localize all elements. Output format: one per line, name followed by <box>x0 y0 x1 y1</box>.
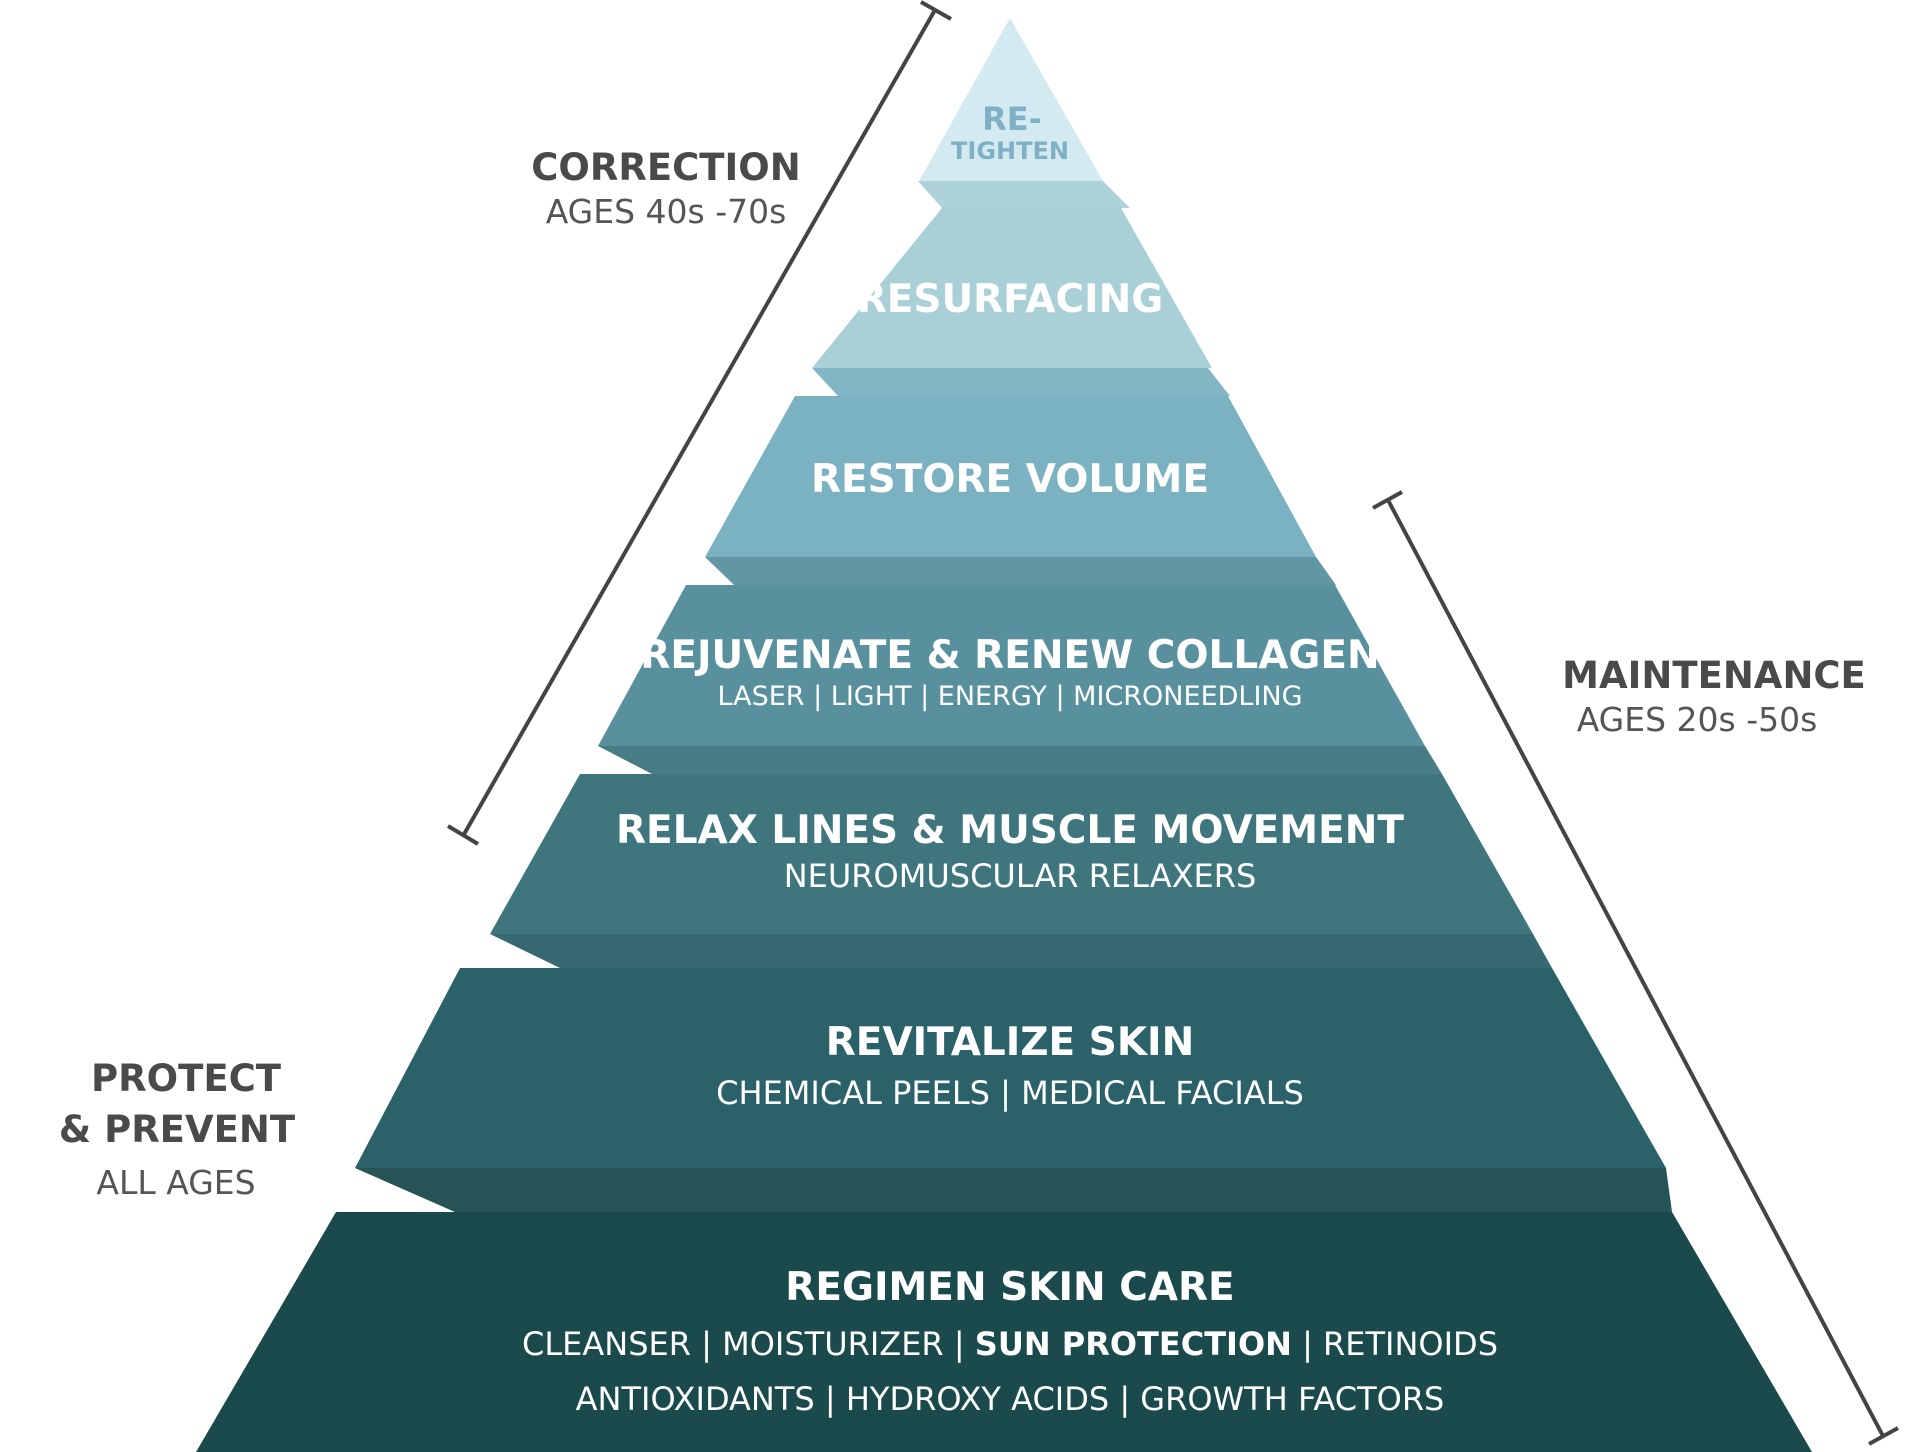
maintenance-bracket-cap-bottom <box>1868 1426 1899 1446</box>
tier-rejuvenate-label: REJUVENATE & RENEW COLLAGEN <box>640 633 1379 678</box>
tier-resurfacing <box>812 208 1212 368</box>
tier-relax-label: RELAX LINES & MUSCLE MOVEMENT <box>616 808 1404 853</box>
tier-revitalize-sublabel: CHEMICAL PEELS | MEDICAL FACIALS <box>716 1074 1304 1112</box>
tier-regimen-sublabel-line1: CLEANSER | MOISTURIZER | SUN PROTECTION … <box>522 1325 1498 1363</box>
correction-bracket-cap-bottom <box>446 824 480 846</box>
connector-band-4 <box>598 746 1442 774</box>
correction-bracket <box>446 0 952 846</box>
tier-restore-volume <box>705 396 1316 557</box>
regimen-line1-part-a: CLEANSER | MOISTURIZER | <box>522 1325 975 1363</box>
tier-revitalize <box>355 968 1666 1168</box>
tier-regimen-label: REGIMEN SKIN CARE <box>785 1265 1234 1310</box>
regimen-line1-part-b: | RETINOIDS <box>1292 1325 1498 1363</box>
correction-bracket-line <box>461 9 937 837</box>
connector-band-3 <box>705 557 1336 585</box>
tier-relax <box>490 774 1533 934</box>
connector-band-2 <box>812 368 1230 396</box>
maintenance-ages: AGES 20s -50s <box>1577 700 1818 739</box>
tier-regimen <box>196 1212 1812 1452</box>
connector-band-6 <box>355 1168 1672 1212</box>
tier-retighten-label-line2: TIGHTEN <box>951 137 1069 165</box>
maintenance-bracket-line <box>1386 499 1885 1437</box>
tier-relax-sublabel: NEUROMUSCULAR RELAXERS <box>784 857 1257 895</box>
protect-ages: ALL AGES <box>96 1163 255 1202</box>
connector-band-1 <box>918 181 1130 208</box>
tier-rejuvenate-sublabel: LASER | LIGHT | ENERGY | MICRONEEDLING <box>717 681 1302 712</box>
maintenance-title: MAINTENANCE <box>1562 654 1866 697</box>
tier-resurfacing-label: RESURFACING <box>857 277 1164 322</box>
tier-revitalize-label: REVITALIZE SKIN <box>826 1020 1194 1065</box>
correction-ages: AGES 40s -70s <box>546 192 787 231</box>
tier-restore-volume-label: RESTORE VOLUME <box>811 457 1209 502</box>
tier-retighten <box>919 18 1103 181</box>
protect-title-line2: & PREVENT <box>59 1108 296 1151</box>
tier-rejuvenate <box>598 585 1425 746</box>
tier-retighten-label-line1: RE- <box>982 100 1042 138</box>
correction-title: CORRECTION <box>531 146 800 189</box>
regimen-line1-sun-protection: SUN PROTECTION <box>975 1325 1292 1363</box>
tier-regimen-sublabel-line2: ANTIOXIDANTS | HYDROXY ACIDS | GROWTH FA… <box>576 1380 1445 1418</box>
maintenance-bracket <box>1372 490 1899 1446</box>
correction-bracket-cap-top <box>920 0 952 21</box>
protect-title-line1: PROTECT <box>91 1057 282 1100</box>
connector-band-5 <box>490 934 1552 968</box>
maintenance-bracket-cap-top <box>1372 490 1403 510</box>
